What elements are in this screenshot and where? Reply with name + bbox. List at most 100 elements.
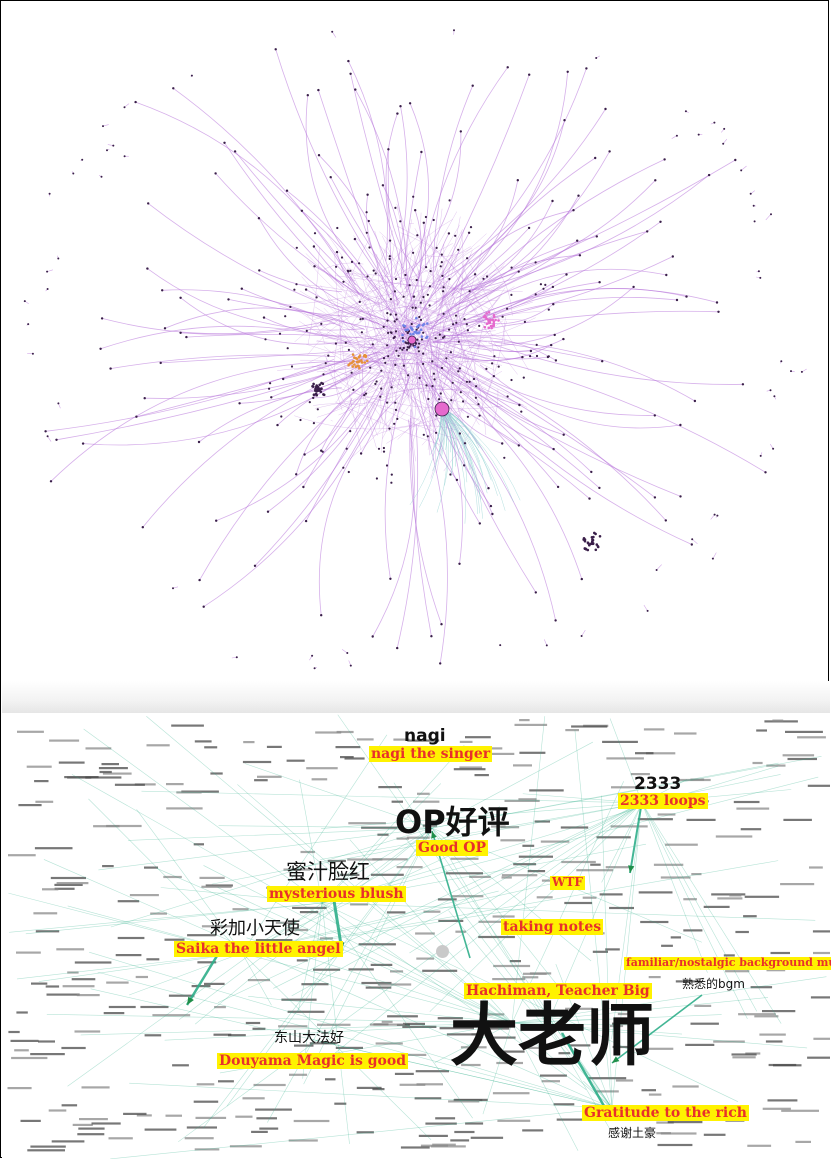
comment-snippet xyxy=(518,855,553,858)
keyword-edge xyxy=(203,865,513,1024)
comment-snippet xyxy=(293,1119,330,1123)
graph-node xyxy=(459,391,462,394)
graph-node xyxy=(382,357,386,360)
comment-snippet xyxy=(738,1013,776,1016)
keyword-edge xyxy=(321,902,739,1102)
graph-node xyxy=(428,285,431,288)
graph-edge xyxy=(307,260,488,343)
cluster-node xyxy=(413,345,417,349)
cluster-node xyxy=(425,336,428,340)
graph-node xyxy=(438,333,441,336)
comment-snippet xyxy=(150,912,167,915)
comment-snippet xyxy=(536,896,553,899)
graph-node xyxy=(459,130,462,133)
comment-snippet xyxy=(513,764,532,767)
graph-edge xyxy=(406,319,478,337)
graph-edge xyxy=(410,302,471,348)
graph-edge xyxy=(394,320,436,339)
graph-node xyxy=(172,587,174,590)
keyword-edge xyxy=(241,806,501,954)
graph-node xyxy=(141,526,144,529)
graph-node xyxy=(675,298,679,302)
comment-snippet xyxy=(348,968,374,971)
comment-snippet xyxy=(300,850,315,854)
graph-node xyxy=(109,367,112,370)
graph-edge xyxy=(354,89,408,291)
comment-snippet xyxy=(416,1083,443,1086)
comment-snippet xyxy=(514,723,548,726)
graph-edge xyxy=(320,391,366,451)
comment-snippet xyxy=(657,1143,693,1147)
graph-node xyxy=(388,257,391,260)
comment-snippet xyxy=(281,998,317,1001)
graph-node xyxy=(290,365,294,368)
cluster-node xyxy=(312,393,316,397)
comment-snippet xyxy=(356,1131,374,1134)
comment-snippet xyxy=(313,968,341,971)
comment-snippet xyxy=(646,752,676,755)
graph-edge xyxy=(83,358,374,446)
graph-edge xyxy=(303,370,382,488)
graph-node xyxy=(179,296,182,299)
graph-node xyxy=(280,415,283,418)
graph-node xyxy=(388,427,391,430)
comment-snippet xyxy=(17,730,44,733)
graph-node xyxy=(653,496,657,499)
graph-node xyxy=(342,466,345,469)
comment-snippet xyxy=(732,1056,756,1059)
graph-edge xyxy=(429,231,648,330)
graph-node xyxy=(759,276,762,279)
graph-edge xyxy=(426,346,480,425)
keyword-edge xyxy=(241,734,388,954)
graph-edge xyxy=(396,424,419,649)
graph-edge xyxy=(312,300,393,321)
keyword-graph-edges xyxy=(7,714,830,1159)
comment-snippet xyxy=(339,873,360,876)
comment-snippet xyxy=(423,910,441,913)
graph-edge xyxy=(432,339,473,343)
graph-edge xyxy=(421,356,470,446)
comment-snippet xyxy=(296,959,308,962)
graph-edge xyxy=(381,324,471,348)
comment-snippet xyxy=(144,866,158,869)
keyword-edge xyxy=(302,902,323,1079)
comment-snippet xyxy=(492,978,526,981)
graph-edge xyxy=(361,337,485,389)
graph-edge xyxy=(336,252,359,294)
graph-node xyxy=(757,270,760,273)
graph-node xyxy=(576,239,579,242)
graph-node xyxy=(465,323,468,326)
keyword-edge xyxy=(431,755,822,829)
comment-snippet xyxy=(106,981,129,984)
graph-edge xyxy=(430,288,718,338)
graph-node xyxy=(335,265,338,268)
graph-edge xyxy=(382,185,403,288)
graph-node xyxy=(432,218,435,222)
graph-node xyxy=(349,72,352,76)
graph-node xyxy=(99,347,102,350)
graph-node xyxy=(497,365,500,368)
comment-snippet xyxy=(403,1022,425,1025)
graph-edge xyxy=(305,388,382,522)
comment-snippet xyxy=(596,836,631,839)
comment-snippet xyxy=(675,980,700,983)
comment-snippet xyxy=(489,1027,510,1030)
graph-node xyxy=(185,335,188,339)
comment-snippet xyxy=(762,1010,796,1013)
cluster-node xyxy=(487,326,491,330)
graph-node xyxy=(426,435,429,438)
cluster-node xyxy=(596,545,600,548)
graph-node xyxy=(448,199,451,202)
graph-edge xyxy=(401,360,468,418)
graph-node xyxy=(300,209,304,212)
comment-snippet xyxy=(370,963,393,966)
comment-snippet xyxy=(690,778,705,781)
graph-node xyxy=(375,477,378,480)
cluster-node xyxy=(598,535,602,538)
graph-node xyxy=(697,133,700,136)
graph-node xyxy=(425,266,428,269)
keyword-edge xyxy=(98,827,433,871)
graph-node xyxy=(489,504,493,508)
graph-node xyxy=(197,440,201,444)
comment-snippet xyxy=(135,975,148,979)
